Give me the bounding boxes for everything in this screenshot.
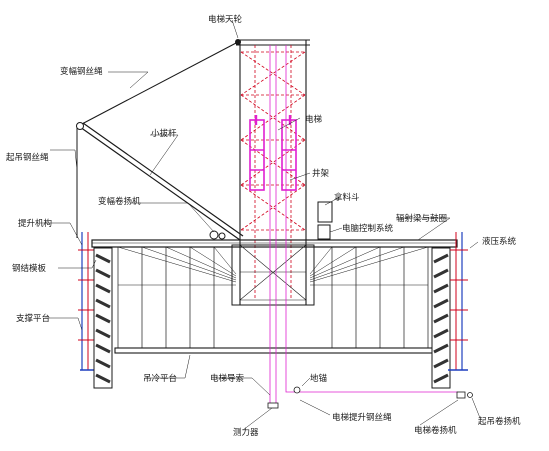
hoist-winch-icon [456, 391, 473, 399]
label-radial-beam: 辐射梁与鼓圈 [396, 213, 447, 224]
leader-lines [40, 19, 481, 431]
label-windlass-winch: 起吊卷扬机 [478, 416, 521, 427]
center-drum [231, 244, 315, 306]
small-boom [79, 122, 244, 241]
label-guide-rope: 电梯导索 [210, 373, 244, 384]
label-luffing-wire: 变幅钢丝绳 [60, 66, 103, 77]
guide-ropes [269, 45, 277, 405]
label-steel-form: 钢结模板 [12, 263, 47, 274]
label-dynamometer: 测力器 [233, 427, 259, 438]
hanging-platform [114, 347, 434, 354]
label-hydraulic-system: 液压系统 [482, 236, 517, 247]
radial-beam [91, 239, 458, 248]
label-anchor: 地锚 [310, 373, 328, 384]
label-elevator: 电梯 [305, 114, 323, 125]
label-hoist-winch: 电梯卷扬机 [414, 425, 457, 436]
shaft-frame [236, 39, 310, 305]
shaft-bracing [239, 244, 307, 301]
luffing-wire-line [79, 41, 239, 126]
label-control-system: 电脑控制系统 [342, 223, 394, 234]
luffing-winch [209, 230, 226, 240]
label-small-boom: 小拔杆 [151, 128, 177, 139]
left-lift-mechanism [78, 232, 100, 371]
elevator-cage [249, 115, 297, 191]
label-hopper: 拿料斗 [334, 192, 360, 203]
right-steel-form [431, 247, 451, 389]
hoist-wire-line [285, 45, 458, 393]
label-shaft-frame: 井架 [312, 168, 330, 179]
boom-tip-sheave-icon [76, 122, 84, 130]
label-lifting-wire: 起吊钢丝绳 [6, 152, 49, 163]
label-hanging-platform: 吊冷平台 [143, 373, 177, 384]
left-steel-form [93, 247, 113, 389]
hopper [317, 201, 333, 223]
right-lift-mechanism [448, 232, 468, 371]
label-luffing-winch: 变幅卷扬机 [98, 196, 141, 207]
label-hoist-sheave: 电梯天轮 [208, 14, 243, 25]
hanging-rods [117, 247, 429, 350]
radial-stays [117, 246, 429, 286]
anchor-icon [293, 386, 301, 394]
label-lift-mechanism: 提升机构 [18, 218, 52, 229]
control-box [317, 224, 331, 240]
dynamometer-icon [267, 402, 279, 409]
label-support-platform: 支撑平台 [16, 313, 50, 324]
label-hoist-wire: 电梯提升钢丝绳 [332, 412, 392, 423]
